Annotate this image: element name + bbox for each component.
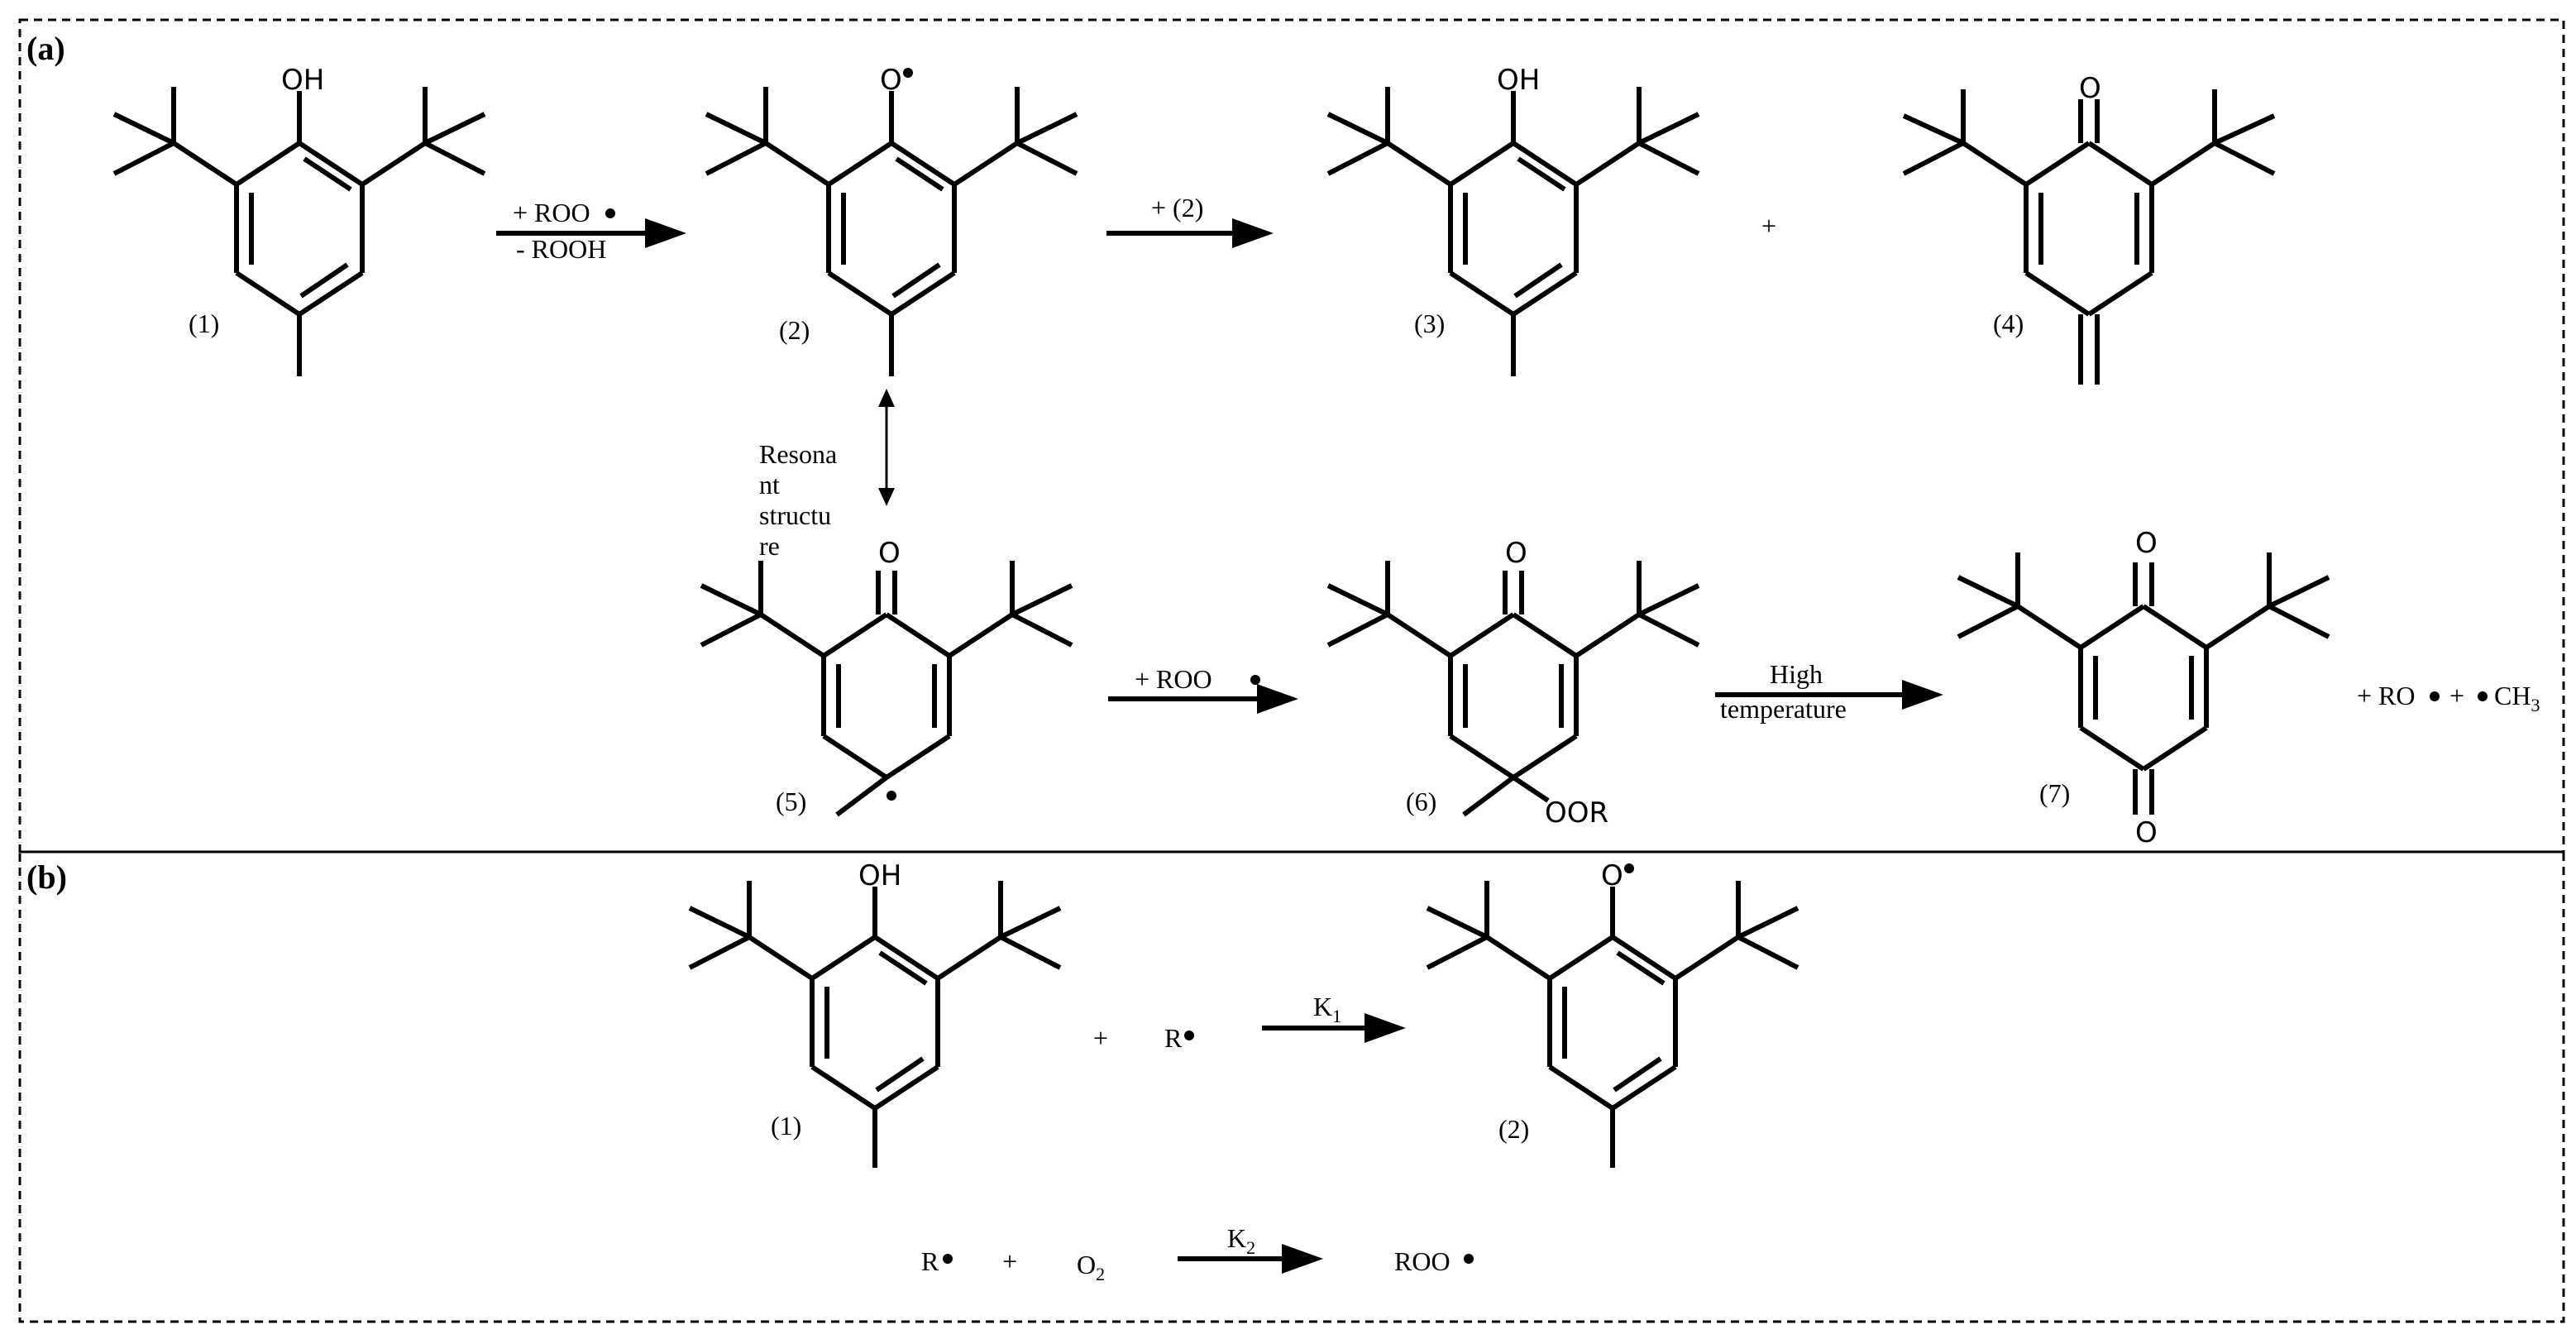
compound-2-o: O <box>880 64 902 97</box>
panel-b-border <box>18 850 2565 1323</box>
arrow-4-bottom-label: temperature <box>1720 694 1847 724</box>
compound-5-o: O <box>878 537 901 570</box>
panel-b-k2-label: K2 <box>1227 1223 1255 1258</box>
arrow-2-top-label: + (2) <box>1151 193 1203 222</box>
compound-7-o-top: O <box>2135 527 2158 560</box>
panel-b-reaction-2: R + O2 K2 ROO <box>921 1223 1474 1284</box>
byproducts: + RO + CH3 <box>2357 681 2540 715</box>
compound-4-label: (4) <box>1993 308 2024 338</box>
resonance-label-3: structu <box>759 500 831 530</box>
byproduct-ro: + RO <box>2357 681 2416 710</box>
arrow-1: + ROO - ROOH <box>496 198 686 264</box>
compound-4-quinone-methide: O (4) <box>1902 72 2276 385</box>
panel-b-r-radical: R <box>1164 1023 1183 1053</box>
compound-7-o-bottom: O <box>2135 816 2158 849</box>
panel-b-r2: R <box>921 1246 939 1276</box>
compound-7-label: (7) <box>2039 778 2070 808</box>
compound-3-oh: OH <box>1497 64 1540 97</box>
panel-b-compound-2-o: O <box>1601 859 1623 892</box>
arrow-1-bottom-label: - ROOH <box>516 234 606 264</box>
panel-b-o2: O2 <box>1077 1250 1105 1284</box>
arrow-2: + (2) <box>1106 193 1274 248</box>
byproduct-ch3: CH3 <box>2494 681 2540 715</box>
compound-4-o: O <box>2079 72 2101 105</box>
compound-2-phenoxyl: O (2) <box>705 64 1078 376</box>
compound-5-cyclohexadienone-radical: O (5) <box>700 537 1073 817</box>
compound-6-oor: OOR <box>1545 796 1608 830</box>
compound-6-label: (6) <box>1406 787 1436 816</box>
compound-6-peroxide: O OOR (6) <box>1326 537 1700 830</box>
compound-1-label: (1) <box>189 308 219 338</box>
panel-b-plus-1: + <box>1093 1023 1108 1053</box>
compound-2-label: (2) <box>779 315 810 345</box>
compound-7-quinone: O O (7) <box>1957 527 2330 849</box>
arrow-4-top-label: High <box>1770 659 1823 689</box>
panel-b-compound-1: OH (1) <box>688 859 1062 1168</box>
byproduct-plus: + <box>2449 681 2464 710</box>
panel-b-plus-2: + <box>1002 1246 1017 1276</box>
resonance-label-1: Resona <box>759 439 837 469</box>
plus-sign-3-4: + <box>1761 211 1776 241</box>
compound-1-bht: OH (1) <box>112 64 486 376</box>
arrow-3-top-label: + ROO <box>1135 664 1212 694</box>
panel-a-label: (a) <box>26 30 65 67</box>
panel-b-compound-1-oh: OH <box>858 859 901 892</box>
arrow-3: + ROO <box>1108 664 1298 714</box>
compound-1-oh: OH <box>281 64 324 97</box>
resonance-arrow: Resona nt structu re <box>759 389 895 561</box>
panel-b-k1-label: K1 <box>1313 992 1341 1026</box>
panel-a-border <box>18 18 2565 854</box>
compound-3-bht: OH (3) <box>1326 64 1700 376</box>
panel-b-roo: ROO <box>1394 1246 1450 1276</box>
resonance-label-2: nt <box>759 470 780 500</box>
panel-b-arrow-k1: K1 <box>1262 992 1406 1043</box>
panel-b-label: (b) <box>26 858 67 896</box>
arrow-4: High temperature <box>1715 659 1943 724</box>
arrow-1-top-label: + ROO <box>513 198 590 227</box>
compound-3-label: (3) <box>1414 308 1445 338</box>
panel-b-compound-2-label: (2) <box>1498 1114 1529 1144</box>
panel-b-compound-2: O (2) <box>1426 859 1799 1168</box>
panel-b-compound-1-label: (1) <box>771 1111 801 1141</box>
compound-6-o: O <box>1505 537 1527 570</box>
resonance-label-4: re <box>759 531 780 561</box>
compound-5-label: (5) <box>776 787 806 816</box>
